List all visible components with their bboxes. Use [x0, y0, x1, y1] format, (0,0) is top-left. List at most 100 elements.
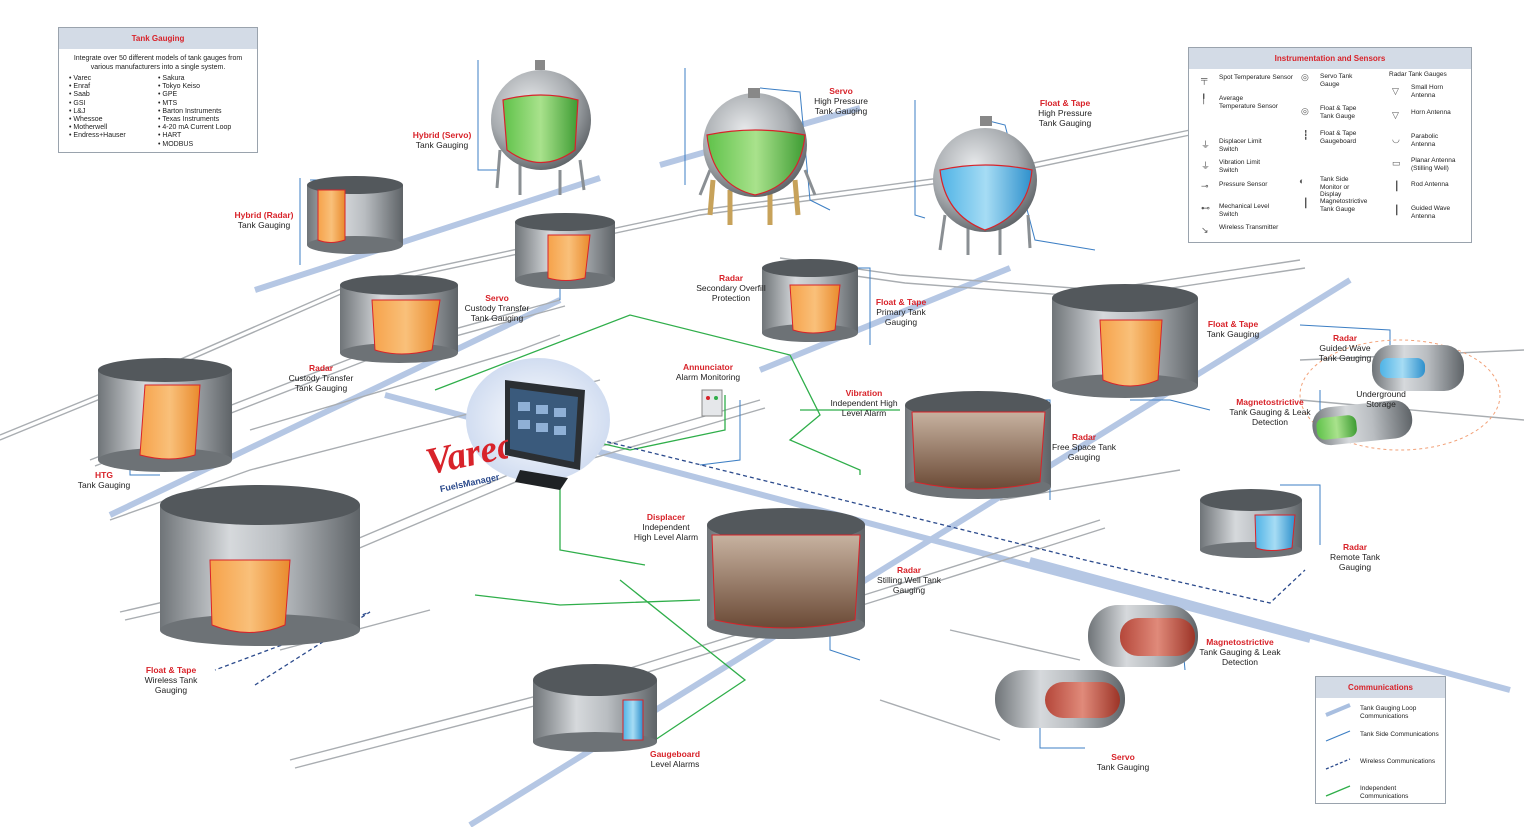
list-item: • Tokyo Keiso	[158, 83, 201, 91]
sphere-servo-high-pressure	[698, 88, 817, 225]
sensor-label: Displacer Limit Switch	[1219, 138, 1262, 153]
list-item: • Enraf	[69, 83, 91, 91]
wireless-transmitter-icon: ↘	[1201, 225, 1209, 235]
float-tape-gaugeboard-icon: ┇	[1303, 130, 1309, 140]
sensor-label: Spot Temperature Sensor	[1219, 74, 1293, 81]
label-hybrid-radar: Hybrid (Radar)Tank Gauging	[234, 210, 294, 230]
side-swatch	[1325, 730, 1351, 742]
displacer-limit-switch-icon: ⏚	[1201, 140, 1211, 150]
annunciator-device	[701, 389, 723, 417]
spot-temperature-sensor-icon: ╤	[1201, 74, 1208, 84]
sensor-label: Float & Tape Gaugeboard	[1320, 130, 1357, 145]
tank-servo-custody	[515, 213, 615, 289]
sensor-label: Mechanical Level Switch	[1219, 203, 1270, 218]
sensor-label: Small Horn Antenna	[1411, 84, 1444, 99]
rod-antenna-icon: ┃	[1394, 181, 1400, 191]
loop-swatch	[1325, 703, 1351, 717]
list-item: • L&J	[69, 107, 86, 115]
sensor-label: Magnetostrictive Tank Gauge	[1320, 198, 1368, 213]
vibration-limit-switch-icon: ⏚	[1201, 161, 1211, 171]
list-item: • MTS	[158, 99, 178, 107]
tank-htg	[98, 358, 232, 472]
list-item: • Varec	[69, 75, 92, 82]
underground-storage	[1299, 339, 1501, 451]
sensor-label: Planar Antenna (Stilling Well)	[1411, 157, 1456, 172]
list-item: • GPE	[158, 91, 178, 99]
tank-radar-custody	[340, 275, 458, 363]
wireless-swatch	[1325, 758, 1351, 770]
sensor-label: Wireless Transmitter	[1219, 224, 1279, 231]
tank-side-monitor-icon: ◐	[1299, 176, 1305, 186]
tank-radar-free-space	[905, 391, 1051, 499]
communications-panel: Communications Tank Gauging Loop Communi…	[1315, 676, 1446, 804]
instrumentation-title: Instrumentation and Sensors	[1189, 48, 1471, 69]
manufacturer-list-1: • Varec • Enraf • Saab • GSI • L&J • Whe…	[69, 75, 158, 149]
tank-gauging-panel: Tank Gauging Integrate over 50 different…	[58, 27, 258, 153]
radar-gauges-heading: Radar Tank Gauges	[1389, 71, 1447, 78]
list-item: • Whessoe	[69, 116, 103, 124]
hz-tank-servo	[995, 670, 1125, 728]
horn-antenna-icon: ▽	[1392, 110, 1399, 120]
sensor-label: Guided Wave Antenna	[1411, 205, 1451, 220]
tank-float-tape	[1052, 284, 1198, 398]
tank-radar-secondary-overfill	[762, 259, 858, 342]
guided-wave-antenna-icon: ┃	[1394, 205, 1400, 215]
list-item: • GSI	[69, 99, 86, 107]
tank-float-tape-wireless	[160, 485, 360, 646]
tank-gaugeboard	[533, 664, 657, 752]
sensor-label: Pressure Sensor	[1219, 181, 1268, 188]
sensor-label: Vibration Limit Switch	[1219, 159, 1261, 174]
sensor-label: Float & Tape Tank Gauge	[1320, 105, 1357, 120]
average-temperature-sensor-icon: ╿	[1201, 94, 1207, 104]
sensor-label: Horn Antenna	[1411, 109, 1451, 116]
list-item: • Sakura	[158, 75, 185, 82]
float-tape-tank-gauge-icon: ◎	[1301, 106, 1309, 116]
sphere-float-tape-high-pressure	[933, 116, 1037, 255]
tank-hybrid-radar	[307, 176, 403, 254]
pressure-sensor-icon: ⊸	[1201, 181, 1209, 191]
manufacturer-list-2: • Sakura • Tokyo Keiso • GPE • MTS • Bar…	[158, 75, 247, 149]
comm-label: Wireless Communications	[1360, 758, 1436, 765]
independent-communications	[434, 314, 900, 741]
communications-legend-swatches	[1325, 703, 1351, 797]
list-item: • HART	[158, 132, 182, 140]
servo-tank-gauge-icon: ◎	[1301, 72, 1309, 82]
sensor-label: Rod Antenna	[1411, 181, 1449, 188]
sensor-label: Average Temperature Sensor	[1219, 95, 1278, 110]
label-underground-storage: Underground Storage	[1356, 389, 1406, 409]
sphere-hybrid-servo	[491, 60, 591, 195]
communications-title: Communications	[1316, 677, 1445, 698]
comm-label: Tank Gauging Loop Communications	[1360, 705, 1417, 720]
list-item: • Motherwell	[69, 124, 108, 132]
sensor-label: Servo Tank Gauge	[1320, 73, 1353, 88]
magnetostrictive-tank-gauge-icon: ┃	[1303, 198, 1309, 208]
tank-gauging-title: Tank Gauging	[59, 28, 257, 49]
list-item: • Barton Instruments	[158, 107, 222, 115]
sensor-label: Parabolic Antenna	[1411, 133, 1439, 148]
mechanical-level-switch-icon: ⊷	[1201, 203, 1210, 213]
tank-radar-remote	[1200, 489, 1302, 558]
parabolic-antenna-icon: ◡	[1392, 134, 1400, 144]
wireless-communications	[214, 434, 1306, 686]
fuelsmanager-workstation	[466, 358, 610, 490]
small-horn-antenna-icon: ▽	[1392, 86, 1399, 96]
list-item: • Texas Instruments	[158, 116, 220, 124]
